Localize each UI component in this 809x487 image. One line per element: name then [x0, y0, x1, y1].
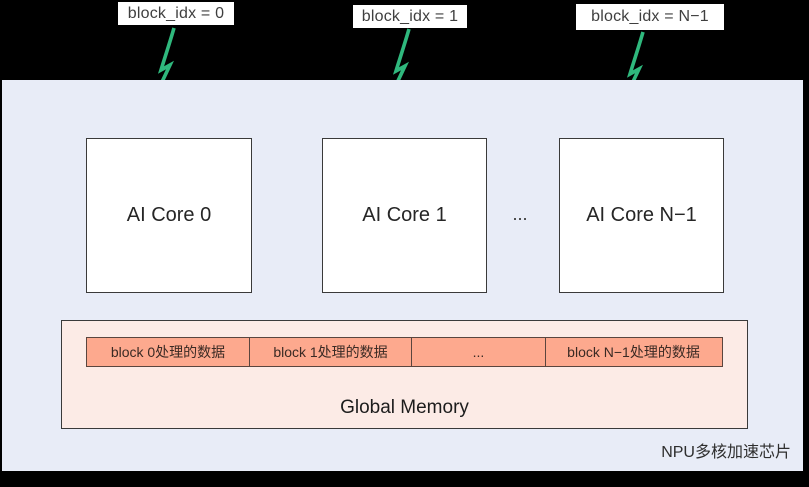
memory-block-label: ... [472, 344, 485, 360]
ai-core-label: AI Core 0 [126, 204, 212, 226]
ai-core-1-box: AI Core 1 [322, 138, 487, 293]
global-memory-title: Global Memory [340, 397, 469, 418]
ai-core-0-box: AI Core 0 [86, 138, 252, 293]
callout-label: block_idx = 0 [127, 4, 225, 22]
ai-core-label: AI Core 1 [362, 204, 447, 226]
callout-label: block_idx = N−1 [591, 8, 709, 25]
memory-block-0: block 0处理的数据 [86, 337, 250, 367]
memory-block-strip: block 0处理的数据 block 1处理的数据 ... block N−1处… [86, 337, 723, 367]
memory-block-label: block 0处理的数据 [110, 344, 226, 360]
global-memory-box: block 0处理的数据 block 1处理的数据 ... block N−1处… [61, 320, 748, 429]
memory-block-label: block N−1处理的数据 [567, 344, 700, 360]
callout-label: block_idx = 1 [361, 7, 459, 25]
memory-block-ellipsis: ... [411, 337, 546, 367]
memory-block-n-1: block N−1处理的数据 [544, 337, 723, 367]
callout-block-idx-0: block_idx = 0 [118, 2, 234, 25]
memory-block-1: block 1处理的数据 [248, 337, 413, 367]
ai-core-label: AI Core N−1 [586, 204, 697, 226]
ai-core-n-1-box: AI Core N−1 [559, 138, 724, 293]
callout-block-idx-1: block_idx = 1 [353, 5, 467, 28]
cores-ellipsis: ... [512, 203, 528, 224]
memory-block-label: block 1处理的数据 [273, 344, 388, 360]
callout-block-idx-n-1: block_idx = N−1 [576, 4, 724, 30]
